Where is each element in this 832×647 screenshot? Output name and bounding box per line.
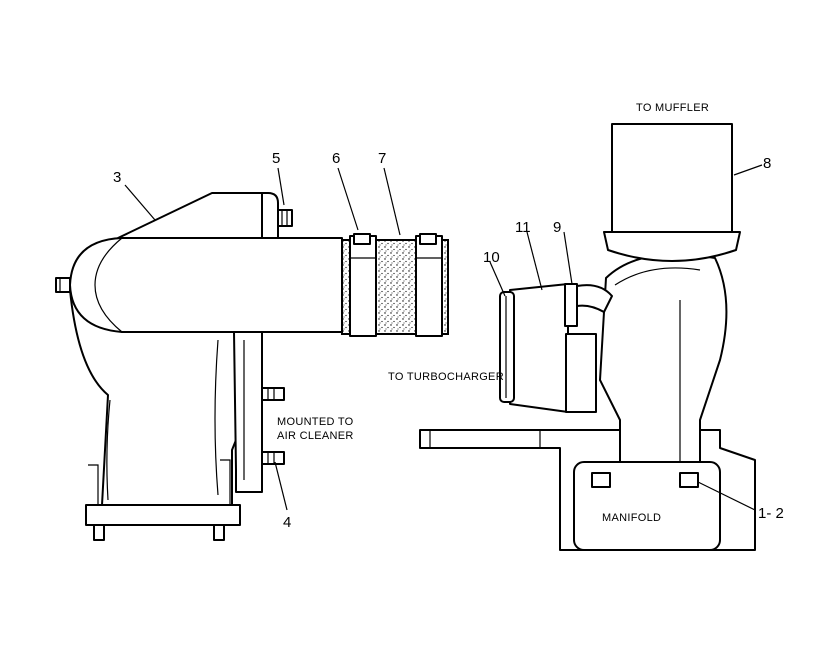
callout-11: 11 xyxy=(515,219,531,236)
mounting-flange-3 xyxy=(117,192,279,239)
label-manifold: MANIFOLD xyxy=(602,512,661,524)
callout-4: 4 xyxy=(283,514,291,531)
support-plate xyxy=(233,331,263,493)
stud-5 xyxy=(277,209,293,227)
gasket-9 xyxy=(564,283,578,327)
callout-8: 8 xyxy=(763,155,771,172)
clamp-10 xyxy=(499,291,515,403)
label-to-turbocharger: TO TURBOCHARGER xyxy=(388,371,504,383)
end-stud xyxy=(55,277,71,293)
callout-6: 6 xyxy=(332,150,340,167)
base-foot xyxy=(85,504,241,526)
label-to-muffler: TO MUFFLER xyxy=(636,102,709,114)
nut-2 xyxy=(679,472,699,488)
label-mounted-line1: MOUNTED TO xyxy=(277,416,354,428)
bolt-4 xyxy=(261,451,285,465)
nut-1 xyxy=(591,472,611,488)
turbo-muffler-assembly xyxy=(419,123,756,551)
main-tube xyxy=(69,237,343,333)
callout-9: 9 xyxy=(553,219,561,236)
adapter-11 xyxy=(509,283,569,413)
callout-3: 3 xyxy=(113,169,121,186)
label-mounted-line2: AIR CLEANER xyxy=(277,430,354,442)
callout-5: 5 xyxy=(272,150,280,167)
callout-10: 10 xyxy=(483,249,500,266)
bolt-upper xyxy=(261,387,285,401)
sleeve xyxy=(565,333,597,413)
clamp-6-right xyxy=(415,235,443,337)
leader-lines xyxy=(124,164,763,511)
air-cleaner-assembly xyxy=(55,192,449,541)
callout-1-2: 1- 2 xyxy=(758,505,784,522)
clamp-6-left xyxy=(349,235,377,337)
elbow-body xyxy=(599,253,728,463)
callout-7: 7 xyxy=(378,150,386,167)
muffler-8 xyxy=(611,123,733,235)
